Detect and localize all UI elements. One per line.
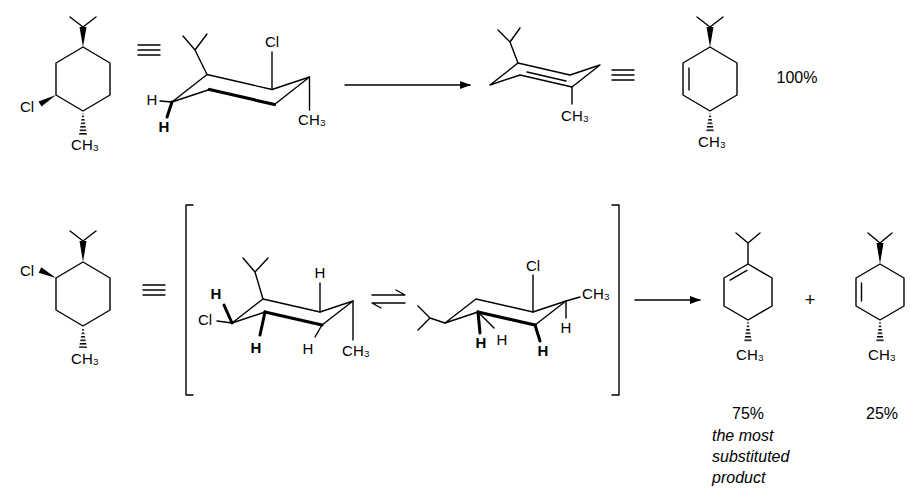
isopropyl-group xyxy=(697,17,723,27)
bold-bond xyxy=(167,102,172,117)
cyclohexane-ring xyxy=(56,47,110,111)
atom-label: H xyxy=(159,118,170,135)
atom-label: H xyxy=(147,91,158,108)
atom-label: Cl xyxy=(265,33,279,50)
front-bond xyxy=(478,312,535,325)
hashed-bond xyxy=(79,328,87,348)
atom-label: CH₃ xyxy=(71,350,99,367)
atom-label: CH₃ xyxy=(561,107,589,124)
equivalence-sign xyxy=(612,70,634,80)
bond xyxy=(566,297,580,301)
atom-label: Cl xyxy=(20,98,34,115)
isopropyl-group xyxy=(418,306,445,330)
isopropyl-group xyxy=(736,233,760,264)
wedge-bond xyxy=(39,95,57,107)
atom-label: H xyxy=(251,339,262,356)
equilibrium-arrow xyxy=(372,303,405,308)
equivalence-sign xyxy=(143,285,165,295)
isopropyl-group xyxy=(183,34,207,75)
atom-label: CH₃ xyxy=(736,346,764,363)
double-bond-line xyxy=(861,283,862,301)
atom-label: H xyxy=(211,285,222,302)
bond xyxy=(315,325,322,337)
front-bond xyxy=(210,90,275,105)
axial-bond xyxy=(271,52,272,90)
axial-bond xyxy=(309,77,310,110)
cyclohexene-ring xyxy=(856,264,904,320)
equilibrium-arrow xyxy=(372,290,405,295)
double-bond-line xyxy=(688,68,689,90)
reaction-arrow xyxy=(345,84,470,85)
atom-label: CH₃ xyxy=(298,111,326,128)
equivalence-sign xyxy=(138,45,160,55)
wedge-bond xyxy=(707,27,714,47)
wedge-bond xyxy=(877,243,884,264)
yield-percent: 75% xyxy=(732,405,764,423)
cyclohexene-ring xyxy=(683,47,737,111)
left-bracket xyxy=(186,205,193,395)
hashed-bond xyxy=(706,113,714,132)
isopropyl-group xyxy=(70,231,96,241)
atom-label: CH₃ xyxy=(342,342,370,359)
axial-bond xyxy=(319,283,320,312)
axial-bond xyxy=(352,301,353,340)
plus-sign: + xyxy=(805,290,816,311)
hashed-bond xyxy=(876,322,884,343)
bond xyxy=(571,87,572,104)
isopropyl-group xyxy=(70,17,96,27)
cyclohexene-ring xyxy=(724,264,772,320)
atom-label: H xyxy=(476,334,487,351)
bold-bond xyxy=(478,312,480,333)
isopropyl-group xyxy=(498,28,520,63)
bold-bond xyxy=(535,325,540,341)
hashed-bond xyxy=(744,322,752,343)
right-bracket xyxy=(612,205,619,395)
atom-label: H xyxy=(497,331,508,348)
atom-label: CH₃ xyxy=(71,136,99,153)
axial-bond xyxy=(565,301,566,318)
cyclohexane-ring xyxy=(56,262,110,326)
chair-ring xyxy=(232,299,353,325)
atom-label: Cl xyxy=(20,262,34,279)
atom-label: CH₃ xyxy=(698,133,726,150)
wedge-bond xyxy=(80,27,87,47)
atom-label: Cl xyxy=(526,257,540,274)
cyclohexene-chair xyxy=(490,63,600,87)
wedge-bond xyxy=(80,241,87,262)
bond xyxy=(160,101,172,102)
hashed-bond xyxy=(79,113,87,135)
atom-label: H xyxy=(303,340,314,357)
bond xyxy=(478,312,494,328)
bold-bond xyxy=(224,305,232,323)
atom-label: CH₃ xyxy=(582,285,610,302)
axial-bond xyxy=(532,275,533,312)
atom-label: H xyxy=(315,264,326,281)
yield-percent: 100% xyxy=(777,69,818,87)
atom-label: H xyxy=(561,319,572,336)
atom-label: Cl xyxy=(198,311,212,328)
bold-bond xyxy=(260,312,265,335)
double-bond-line xyxy=(527,72,566,81)
front-bond xyxy=(265,312,322,325)
wedge-bond xyxy=(39,267,56,278)
yield-percent: 25% xyxy=(866,405,898,423)
note-text: the most substituted product xyxy=(712,426,816,488)
atom-label: H xyxy=(538,342,549,359)
reaction-arrow xyxy=(635,299,700,300)
chair-ring xyxy=(445,299,566,325)
atom-label: CH₃ xyxy=(868,346,896,363)
chair-ring xyxy=(172,75,310,105)
isopropyl-group xyxy=(243,258,268,299)
double-bond-line xyxy=(730,270,747,280)
isopropyl-group xyxy=(868,233,892,243)
